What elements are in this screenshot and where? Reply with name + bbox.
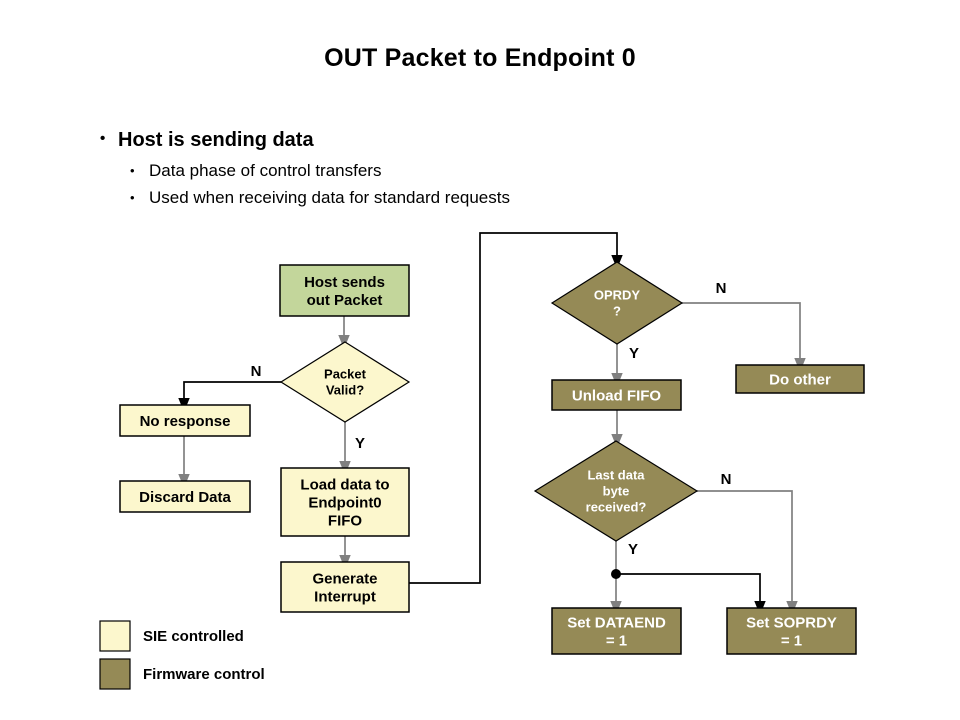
branch-label-oprdy-yes: Y [629,345,639,362]
bullet-text: Used when receiving data for standard re… [149,188,510,207]
branch-label-last-data-no: N [721,471,732,488]
box-shape [280,561,410,613]
box-shape [726,607,857,655]
unload-fifo[interactable]: Unload FIFO [551,379,682,411]
branch-label-packet-valid-yes: Y [355,435,365,452]
legend-swatch [99,620,131,652]
node-label: received? [586,500,647,515]
bullet-item-2: • Data phase of control transfers [130,159,780,183]
bullet-item-3: • Used when receiving data for standard … [130,186,780,210]
edge-last-data-byte-no-to-set-soprdy [697,490,798,616]
node-label: byte [603,484,630,499]
bullet-marker-icon: • [100,130,106,147]
node-label: Generate [312,570,377,587]
legend-firmware-control: Firmware control [99,658,265,690]
diamond-shape [533,440,699,542]
node-label: Valid? [326,383,364,398]
bullet-text: Data phase of control transfers [149,161,382,180]
node-label: = 1 [781,632,802,649]
edge-junction-to-set-soprdy [616,573,766,616]
legend-label: SIE controlled [143,628,244,645]
node-label: Packet [324,367,367,382]
legend-sie-controlled: SIE controlled [99,620,244,652]
diamond-shape [279,341,411,423]
node-label: FIFO [328,512,362,529]
node-label: Discard Data [139,489,231,506]
branch-labels-layer: N Y N Y N Y [251,280,732,558]
bullet-text: Host is sending data [118,129,314,151]
node-label: Load data to [300,476,389,493]
box-shape [735,364,865,394]
bullet-marker-icon: • [130,190,135,205]
branch-label-packet-valid-no: N [251,363,262,380]
box-shape [551,607,682,655]
node-label: Set SOPRDY [746,614,837,631]
no-response[interactable]: No response [119,404,251,437]
junction-dot-dataend [611,569,621,579]
discard-data[interactable]: Discard Data [119,480,251,513]
box-shape [119,404,251,437]
legend-swatch [99,658,131,690]
edge-oprdy-no-to-do-other [682,302,806,373]
diamond-shape [550,261,684,345]
oprdy-decision[interactable]: OPRDY? [550,261,684,345]
node-label: Interrupt [314,588,376,605]
node-label: Last data [587,468,645,483]
bullet-item-1: • Host is sending data [100,127,780,153]
node-label: Host sends [304,274,385,291]
box-shape [280,467,410,537]
node-label: No response [140,413,231,430]
set-soprdy[interactable]: Set SOPRDY= 1 [726,607,857,655]
node-label: OPRDY [594,288,641,303]
node-label: = 1 [606,632,627,649]
node-label: Do other [769,371,831,388]
branch-label-oprdy-no: N [716,280,727,297]
node-label: Set DATAEND [567,614,666,631]
bullet-list: • Host is sending data • Data phase of c… [100,127,780,213]
set-dataend[interactable]: Set DATAEND= 1 [551,607,682,655]
node-label: Unload FIFO [572,387,661,404]
node-label: Endpoint0 [308,494,381,511]
edge-generate-interrupt-to-oprdy [409,232,623,584]
legend-label: Firmware control [143,666,265,683]
box-shape [119,480,251,513]
edge-packet-valid-no-to-no-response [178,381,281,413]
branch-label-last-data-yes: Y [628,541,638,558]
box-shape [279,264,410,317]
do-other[interactable]: Do other [735,364,865,394]
node-label: ? [613,304,621,319]
edges-layer [178,232,806,616]
box-shape [551,379,682,411]
page-title: OUT Packet to Endpoint 0 [324,44,636,72]
bullet-marker-icon: • [130,163,135,178]
node-label: out Packet [307,292,383,309]
